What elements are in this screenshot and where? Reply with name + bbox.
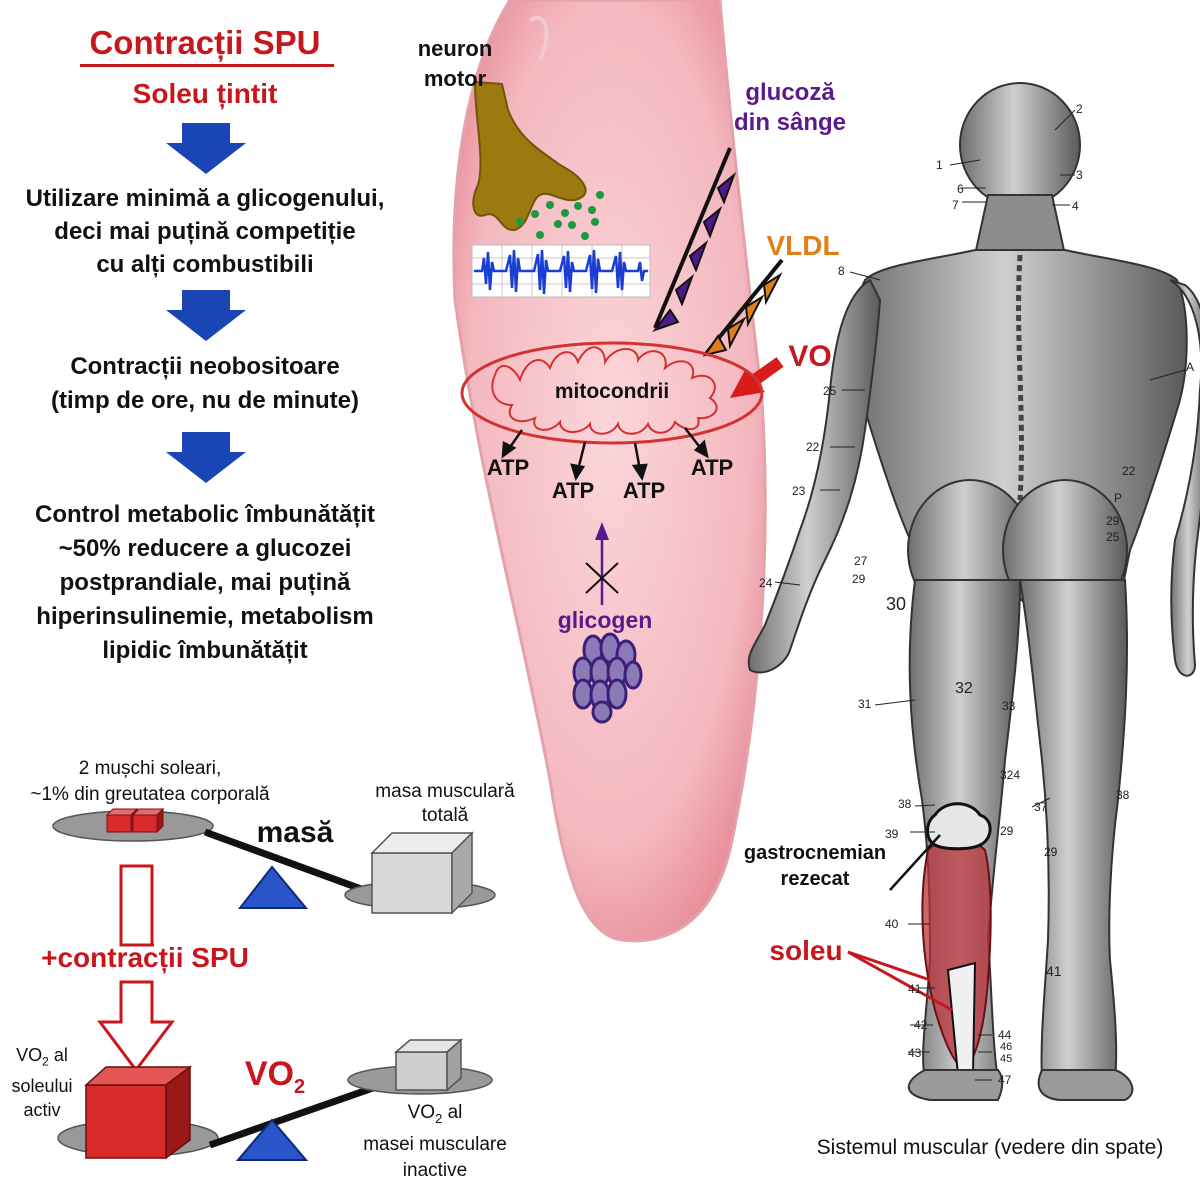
anatomy-number: 4 [1072, 199, 1079, 213]
spine [1016, 254, 1024, 501]
anatomy-number: 41 [908, 982, 922, 996]
anatomy-number: 44 [998, 1028, 1012, 1042]
anatomy-number: 45 [1000, 1053, 1013, 1065]
anatomy-number: 42 [914, 1018, 928, 1032]
inactive-vo2-cube [393, 1038, 464, 1092]
flow-step1: Utilizare minimă a glicogenului,deci mai… [25, 185, 385, 278]
mitochondrion-cristae [491, 346, 718, 435]
leader-lines [774, 109, 1186, 1081]
neck [973, 194, 1067, 256]
glycogen-granules [572, 632, 643, 724]
muscle-fiber-fold [529, 16, 549, 61]
anatomy-number: 24 [759, 576, 773, 590]
active-vo2-cube [84, 1065, 193, 1160]
anatomy-number: 43 [908, 1046, 922, 1060]
anatomy-number: 40 [885, 917, 899, 931]
anatomy-number: 29 [852, 572, 866, 586]
soleus-pointer-lines [847, 950, 953, 1012]
anatomy-number: 38 [1116, 788, 1130, 802]
glucose-arrow-icon [652, 147, 737, 333]
soleus-mass-label: 2 mușchi soleari,~1% din greutatea corpo… [30, 758, 270, 805]
mass-label: masă [256, 816, 334, 849]
muscle-fiber-body [452, 0, 767, 943]
neuron-terminal [472, 80, 587, 232]
anatomy-number: 38 [898, 797, 912, 811]
balance-diagram [52, 807, 496, 1161]
emg-trace [471, 244, 651, 298]
anatomy-number: 46 [1000, 1041, 1013, 1053]
flow-title: Contracții SPU [89, 24, 321, 61]
soleus-label: soleu [769, 935, 843, 966]
muscle-cell [452, 0, 784, 943]
atp-label-4: ATP [690, 455, 734, 480]
blocked-glycogen-arrow-icon [585, 522, 619, 605]
anatomy-number: 29 [1000, 824, 1014, 838]
anatomy-number: 22 [1122, 464, 1136, 478]
atp-arrows-icon [501, 427, 709, 481]
anatomy-number: A [1186, 360, 1195, 374]
title-underline [80, 64, 334, 67]
down-arrow-icon [166, 123, 246, 174]
anatomy-number: 47 [998, 1073, 1012, 1087]
mass-fulcrum [237, 865, 309, 909]
flow-step2: Contracții neobositoare(timp de ore, nu … [50, 353, 359, 414]
muscular-system-figure [747, 82, 1200, 1101]
contraction-label: +contracții SPU [41, 942, 249, 973]
contraction-arrow-head-icon [97, 980, 175, 1073]
anatomy-number: 3 [1076, 168, 1083, 182]
vo2-fulcrum [235, 1118, 309, 1161]
left-arm [747, 278, 882, 674]
anatomy-number: 31 [858, 697, 872, 711]
anatomy-number: 27 [854, 554, 868, 568]
total-mass-cube [370, 831, 474, 915]
inactive-vo2-label: VO2 al masei musculare inactive [363, 1102, 507, 1181]
anatomy-number: 29 [1044, 845, 1058, 859]
atp-label-1: ATP [486, 455, 530, 480]
active-vo2-label: VO2 al soleului activ [11, 1045, 73, 1120]
anatomy-number: 7 [952, 198, 959, 212]
vldl-label: VLDL [766, 230, 840, 261]
anatomy-number: 1 [936, 158, 943, 172]
gastro-pointer-line [889, 834, 941, 891]
down-arrow-icon [166, 432, 246, 483]
gastrocnemius-resected [926, 802, 992, 851]
mitochondria-label: mitocondrii [554, 380, 670, 403]
flow-step3: Control metabolic îmbunătățit~50% reduce… [34, 501, 375, 664]
anatomy-number: 29 [1106, 514, 1120, 528]
anatomy-number: 25 [823, 384, 837, 398]
anatomy-number: 22 [806, 440, 820, 454]
vo2-balance-label: VO2 [244, 1055, 306, 1098]
anatomy-number: 33 [1002, 699, 1016, 713]
anatomy-number: 30 [886, 594, 907, 614]
anatomy-number: 41 [1046, 963, 1062, 979]
right-foot [1037, 1069, 1134, 1101]
flow-subtitle: Soleu țintit [132, 78, 278, 109]
left-foot [907, 1069, 1004, 1101]
anatomy-number: 32 [955, 680, 973, 697]
glycogen-label: glicogen [557, 607, 653, 633]
neurotransmitter-vesicles [516, 191, 604, 240]
right-leg [1018, 579, 1129, 1081]
anatomy-number: 6 [957, 182, 964, 196]
vldl-arrow-icon [702, 258, 784, 357]
atp-label-2: ATP [551, 478, 595, 503]
anatomy-number: 39 [885, 827, 899, 841]
anatomy-number: 25 [1106, 530, 1120, 544]
down-arrow-icon [166, 290, 246, 341]
mitochondrion [460, 341, 764, 445]
atp-label-3: ATP [622, 478, 666, 503]
anatomy-number: 23 [792, 484, 806, 498]
figure-caption: Sistemul muscular (vedere din spate) [816, 1136, 1164, 1159]
anatomy-number: P [1114, 491, 1123, 505]
anatomy-number: 37 [1034, 800, 1048, 814]
soleus-mass-cubes [105, 807, 165, 834]
anatomy-number: 324 [1000, 768, 1021, 782]
anatomy-number: 2 [1076, 102, 1083, 116]
contraction-arrow-icon [119, 864, 154, 947]
anatomy-number: 8 [838, 264, 845, 278]
